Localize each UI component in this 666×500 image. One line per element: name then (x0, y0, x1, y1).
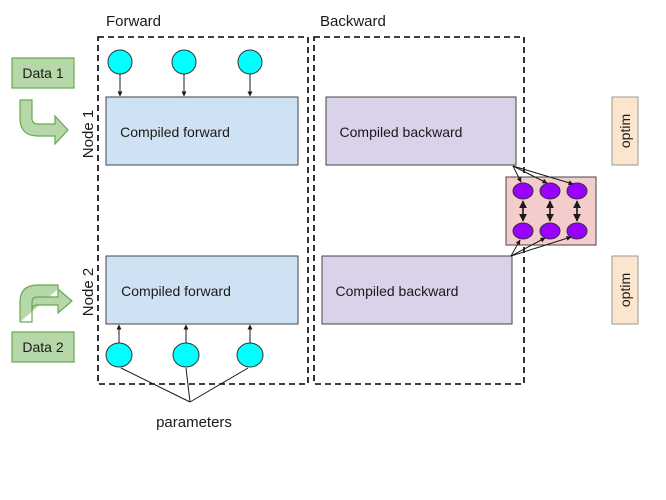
grad-node (512, 182, 534, 200)
grad-node (539, 182, 561, 200)
param-node (105, 342, 133, 368)
grad-arrow (510, 239, 521, 257)
node1-label: Node 1 (80, 110, 97, 158)
data2-label: Data 2 (22, 339, 63, 355)
optim-label-node2: optim (617, 273, 633, 307)
forward-container (97, 36, 309, 385)
grad-arrow (512, 165, 548, 184)
grad-arrow (510, 237, 546, 257)
backward-header: Backward (320, 13, 386, 30)
compiled-backward-node1 (325, 96, 517, 166)
parameters-pointer (120, 367, 191, 403)
compiled-backward-node2-label: Compiled backward (336, 283, 459, 299)
param-node (107, 49, 133, 75)
data2-box (11, 331, 75, 363)
data1-label: Data 1 (22, 65, 63, 81)
param-node (237, 49, 263, 75)
compiled-backward-node1-label: Compiled backward (340, 124, 463, 140)
compiled-forward-node2-label: Compiled forward (121, 283, 231, 299)
optim-box-node1 (611, 96, 639, 166)
backward-container (313, 36, 525, 385)
parameters-pointer (189, 367, 249, 403)
data2-arrow-shape (19, 284, 73, 323)
grad-arrow (510, 235, 572, 257)
param-node (172, 342, 200, 368)
grad-arrow (512, 165, 574, 186)
parameters-pointer (185, 367, 191, 403)
grad-arrow (512, 165, 522, 183)
compiled-forward-node1 (105, 96, 299, 166)
grad-node (566, 222, 588, 240)
param-node (171, 49, 197, 75)
param-node (236, 342, 264, 368)
grad-node (539, 222, 561, 240)
parameters-label: parameters (156, 414, 232, 431)
optim-label-node1: optim (617, 114, 633, 148)
compiled-backward-node2 (321, 255, 513, 325)
grad-node (566, 182, 588, 200)
node2-label: Node 2 (80, 268, 97, 316)
forward-header: Forward (106, 13, 161, 30)
grad-node (512, 222, 534, 240)
data1-box (11, 57, 75, 89)
data1-arrow (19, 99, 69, 146)
compiled-forward-node1-label: Compiled forward (120, 124, 230, 140)
compiled-forward-node2 (105, 255, 299, 325)
optim-box-node2 (611, 255, 639, 325)
